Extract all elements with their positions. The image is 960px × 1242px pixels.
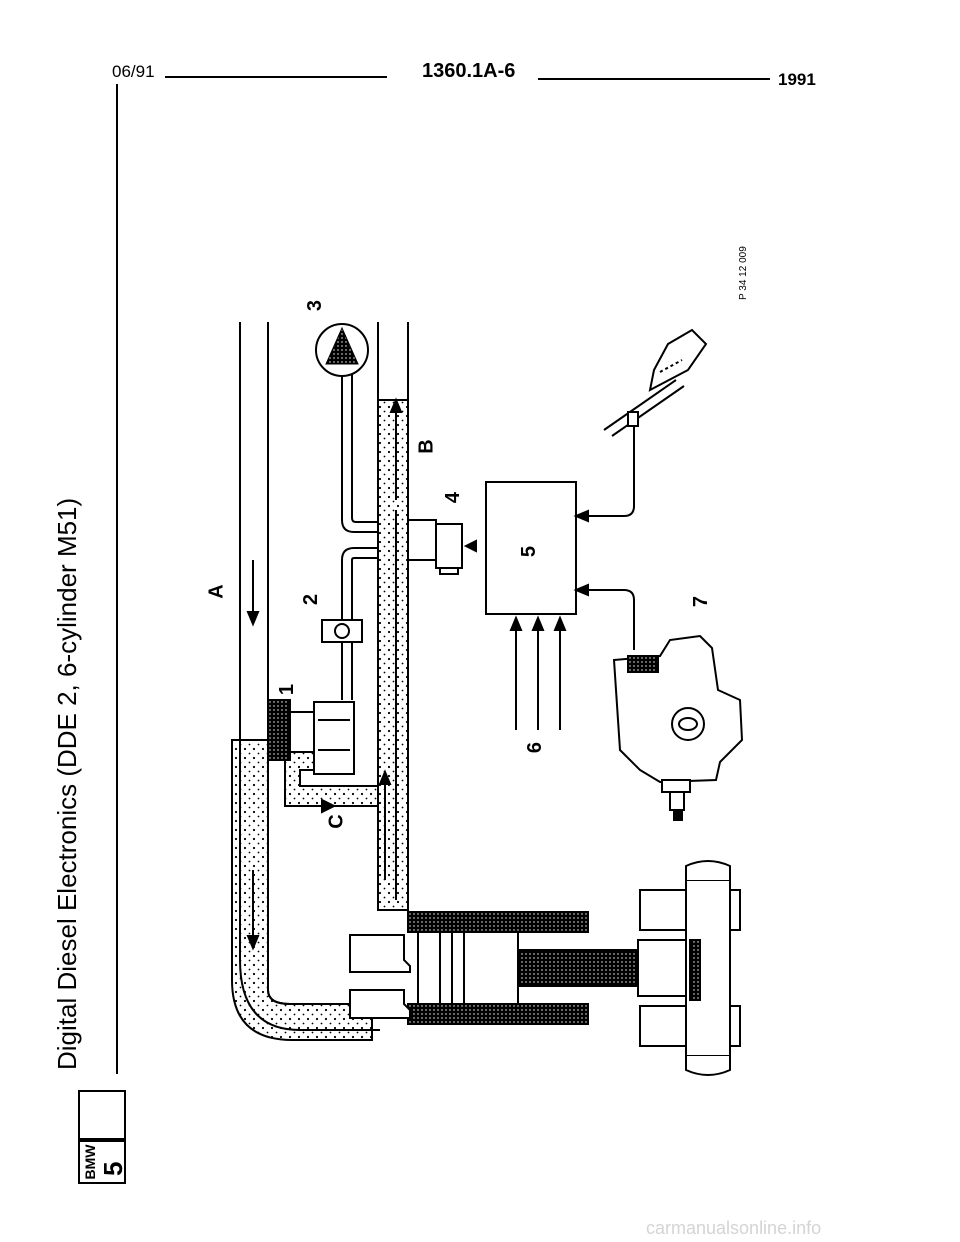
- engine-cylinder: [407, 860, 741, 1076]
- header-rule-right: [538, 78, 770, 80]
- injection-pump: [612, 634, 744, 821]
- label-5: 5: [518, 545, 541, 558]
- exhaust-manifold: [377, 322, 409, 910]
- vacuum-pump: [315, 323, 369, 377]
- header-date: 06/91: [112, 62, 155, 81]
- logo-box: [78, 1140, 126, 1184]
- label-a: A: [205, 584, 228, 599]
- label-6: 6: [524, 741, 547, 754]
- egr-valve: [267, 699, 355, 775]
- header-rule-left: [165, 76, 387, 78]
- accelerator-pedal: [603, 328, 708, 437]
- vacuum-lines: [321, 360, 378, 700]
- label-b: B: [415, 439, 438, 454]
- logo-blank-box: [78, 1090, 126, 1140]
- electro-pneumatic-converter: [407, 519, 477, 575]
- label-3: 3: [304, 299, 327, 312]
- label-c: C: [325, 814, 348, 829]
- document-code: 1360.1A-6: [422, 60, 516, 82]
- signal-wires: [573, 420, 635, 650]
- watermark-text: carmanualsonline.info: [646, 1218, 822, 1238]
- input-signal-arrows: [509, 615, 567, 730]
- label-2: 2: [300, 593, 323, 606]
- header-year: 1991: [778, 70, 816, 89]
- flow-arrows: [246, 397, 403, 951]
- label-7: 7: [690, 595, 713, 608]
- label-1: 1: [276, 683, 299, 696]
- exhaust-recirculation-path: [231, 399, 409, 1041]
- control-unit: [485, 481, 577, 615]
- cylinder-valves: [349, 934, 411, 1019]
- margin-rule: [116, 84, 118, 1074]
- label-4: 4: [442, 491, 465, 504]
